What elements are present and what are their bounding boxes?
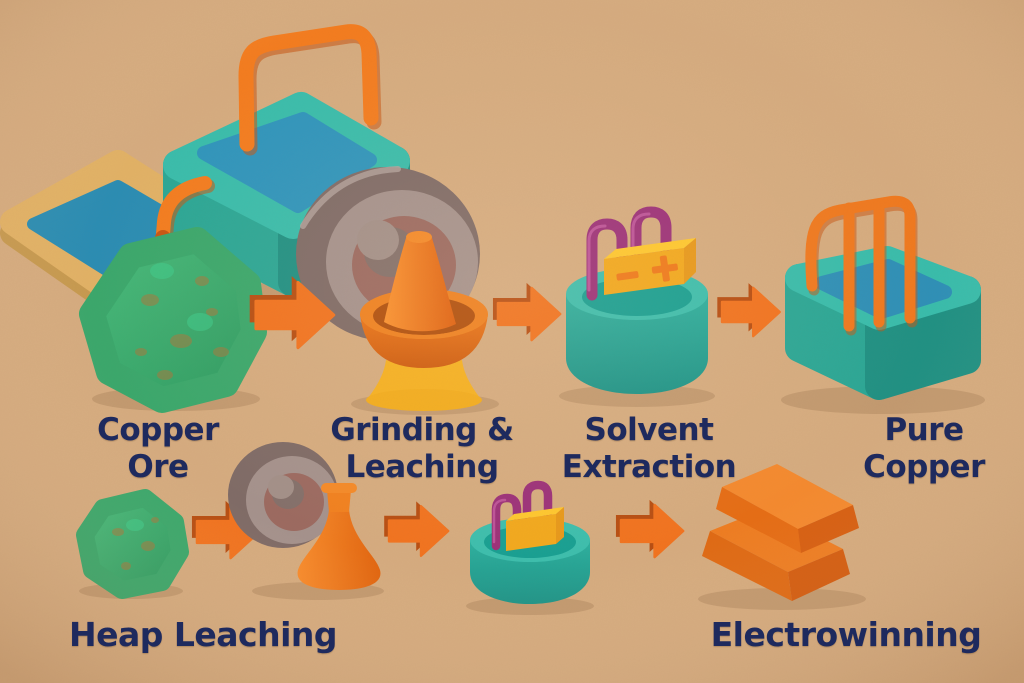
- stage-label-electrowinning: Electrowinning: [710, 615, 982, 654]
- stage-label-copper-ore: Copper Ore: [97, 412, 219, 485]
- stage-label-grinding-leaching: Grinding & Leaching: [330, 412, 514, 485]
- stage-label-pure-copper: Pure Copper: [863, 412, 985, 485]
- stage-label-solvent-extraction: Solvent Extraction: [561, 412, 737, 485]
- stage-label-heap-leaching: Heap Leaching: [68, 615, 338, 654]
